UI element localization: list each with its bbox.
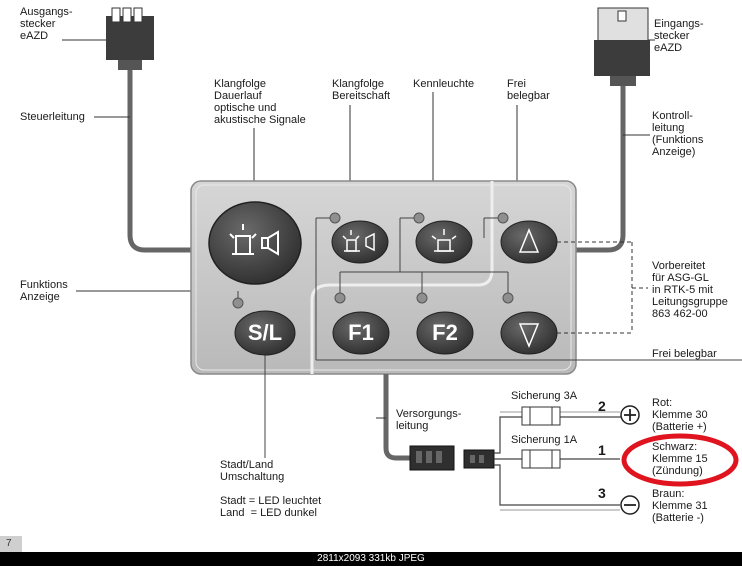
highlight-ellipse xyxy=(621,433,739,487)
black-terminal-label: Schwarz: Klemme 15 (Zündung) xyxy=(652,441,708,477)
check-line-cable xyxy=(575,86,626,253)
sl-button-label[interactable]: S/L xyxy=(247,320,283,345)
free-bottom-label: Frei belegbar xyxy=(652,348,717,360)
free-top-label: Frei belegbar xyxy=(507,78,550,102)
plus-terminal-icon xyxy=(620,405,640,425)
prepared-label: Vorbereitet für ASG-GL in RTK-5 mit Leit… xyxy=(652,260,728,320)
standby-button[interactable] xyxy=(331,220,389,264)
input-plug-icon xyxy=(594,7,650,86)
supply-connector-icon xyxy=(409,445,495,471)
siren-button[interactable] xyxy=(208,201,302,285)
beacon-icon xyxy=(431,229,457,252)
fuse-3a-label: Sicherung 3A xyxy=(511,390,578,402)
panel-divider xyxy=(310,181,494,374)
f1-button-shape[interactable] xyxy=(332,311,390,355)
status-bar xyxy=(0,552,742,566)
brown-terminal-label: Braun: Klemme 31 (Batterie -) xyxy=(652,488,708,524)
wire-number-2: 2 xyxy=(598,398,606,414)
page-corner-tab xyxy=(0,536,22,552)
led-f2 xyxy=(416,292,428,304)
control-line-label: Steuerleitung xyxy=(20,111,85,123)
status-bar-text: 2811x2093 331kb JPEG xyxy=(317,553,425,564)
led-sl xyxy=(232,297,244,309)
fuse-3a-icon xyxy=(521,406,561,426)
wire-number-3: 3 xyxy=(598,485,606,501)
beacon-button[interactable] xyxy=(415,220,473,264)
led-legend-label: Stadt = LED leuchtet Land = LED dunkel xyxy=(220,495,322,519)
minus-terminal-icon xyxy=(620,495,640,515)
input-plug-label: Eingangs- stecker eAZD xyxy=(654,18,704,54)
led-free-bottom xyxy=(502,292,514,304)
f1-button-label[interactable]: F1 xyxy=(348,320,374,345)
supply-cable xyxy=(383,374,412,461)
f2-button-shape[interactable] xyxy=(416,311,474,355)
led-beacon xyxy=(413,212,425,224)
prepared-dashed-lines xyxy=(557,241,648,334)
f2-button-label[interactable]: F2 xyxy=(432,320,458,345)
sound-standby-label: Klangfolge Bereitschaft xyxy=(332,78,391,102)
fuse-1a-icon xyxy=(521,449,561,469)
sl-button-shape[interactable] xyxy=(234,310,296,356)
led-standby xyxy=(329,212,341,224)
city-country-label: Stadt/Land Umschaltung xyxy=(220,459,285,483)
led-f1 xyxy=(334,292,346,304)
check-line-label: Kontroll- leitung (Funktions Anzeige) xyxy=(652,110,704,158)
fuse-1a-label: Sicherung 1A xyxy=(511,434,578,446)
supply-line-label: Versorgungs- leitung xyxy=(396,408,462,432)
function-display-label: Funktions Anzeige xyxy=(20,279,68,303)
sound-sequence-label: Klangfolge Dauerlauf optische und akusti… xyxy=(214,78,306,126)
terminal-wires xyxy=(494,416,623,506)
output-plug-icon xyxy=(106,7,154,70)
red-terminal-label: Rot: Klemme 30 (Batterie +) xyxy=(652,397,708,433)
siren-icon xyxy=(229,224,279,256)
control-line-cable xyxy=(127,70,195,253)
output-plug-label: Ausgangs- stecker eAZD xyxy=(20,6,73,42)
arrow-up-icon xyxy=(518,228,540,253)
wire-number-1: 1 xyxy=(598,442,606,458)
beacon-label: Kennleuchte xyxy=(413,78,475,90)
free-bottom-button[interactable] xyxy=(500,311,558,355)
arrow-down-icon xyxy=(518,323,540,348)
page-number: 7 xyxy=(6,538,12,549)
led-free-top xyxy=(497,212,509,224)
free-top-button[interactable] xyxy=(500,220,558,264)
standby-siren-icon xyxy=(342,230,375,252)
